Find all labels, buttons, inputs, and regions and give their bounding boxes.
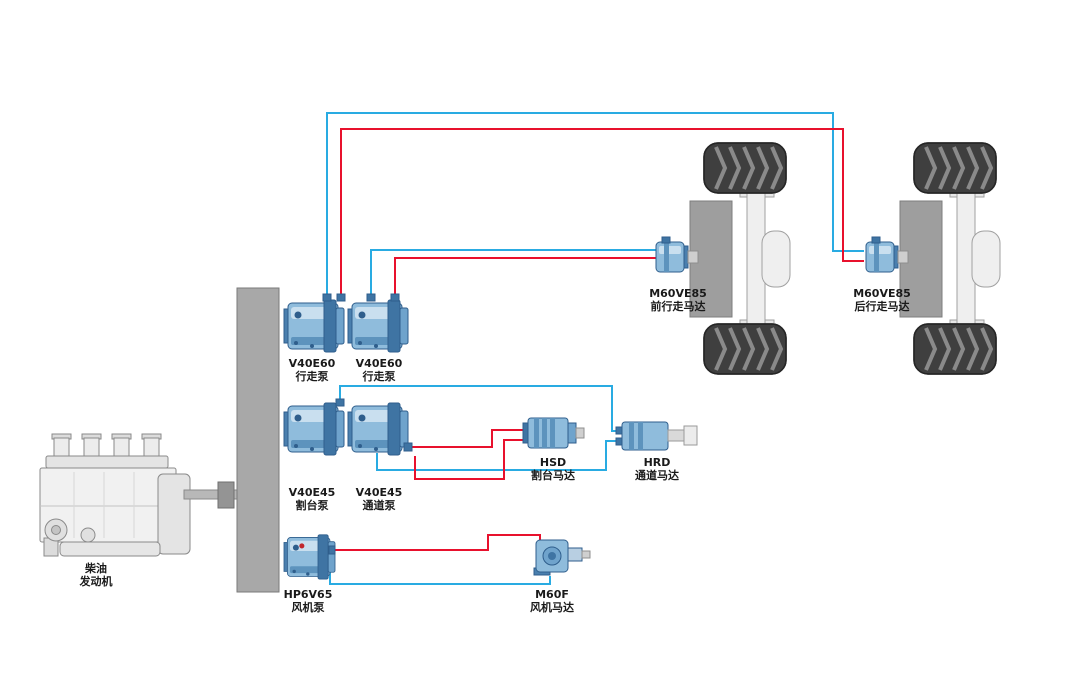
drive-shaft [183,481,238,509]
pump-drive-gearbox [236,287,280,593]
channel-pump [347,402,409,456]
travel-pump-2 [347,299,409,353]
motor-model: M60VE85 [853,287,911,300]
label-channel-pump: V40E45 通道泵 [356,486,403,512]
pump-name: 行走泵 [295,370,329,383]
front-wheel-assembly [690,143,790,374]
rear-wheel-assembly [900,143,1000,374]
motor-name: 风机马达 [530,601,574,614]
label-header-pump: V40E45 割台泵 [289,486,336,512]
line-fan-motor-return-blue [329,572,551,585]
label-travel-pump-1: V40E60 行走泵 [289,357,336,383]
pump-name: 风机泵 [291,601,325,614]
label-header-motor: HSD 割台马达 [531,456,575,482]
pump-model: V40E60 [355,357,403,370]
pump-model: V40E45 [288,486,336,499]
label-diesel-engine: 柴油 发动机 [80,562,113,588]
label-fan-pump: HP6V65 风机泵 [284,588,333,614]
pump-name: 割台泵 [295,499,329,512]
line-front-travel-return-blue [370,249,656,300]
fan-motor-m60f [533,539,591,576]
label-rear-travel-motor: M60VE85 后行走马达 [853,287,911,313]
pump-name: 通道泵 [362,499,396,512]
line-header-motor-return-red [414,439,523,480]
motor-model: HRD [643,456,671,469]
motor-name: 通道马达 [635,469,679,482]
line-rear-travel-pressure-red [340,128,864,300]
label-front-travel-motor: M60VE85 前行走马达 [649,287,707,313]
engine-label-line1: 柴油 [85,562,107,575]
pump-model: V40E60 [288,357,336,370]
pump-name: 行走泵 [362,370,396,383]
channel-motor-hrd [615,421,698,451]
motor-name: 前行走马达 [650,300,706,313]
line-header-motor-pressure-red [410,429,523,448]
line-channel-motor-supply-blue [339,385,616,432]
fan-pump [283,534,336,580]
line-channel-motor-return-blue [376,440,616,471]
label-travel-pump-2: V40E60 行走泵 [356,357,403,383]
label-fan-motor: M60F 风机马达 [530,588,574,614]
motor-model: HSD [539,456,567,469]
motor-model: M60F [535,588,569,601]
line-fan-motor-pressure-red [331,534,541,551]
hydraulic-lines [326,112,864,585]
motor-model: M60VE85 [649,287,707,300]
header-motor-hsd [522,417,585,449]
diesel-engine [39,433,191,557]
line-front-travel-pressure-red [394,257,656,300]
header-pump [283,402,345,456]
pump-model: V40E45 [355,486,403,499]
pump-model: HP6V65 [283,588,333,601]
motor-name: 割台马达 [531,469,575,482]
pump-port-fittings [322,293,413,555]
label-channel-motor: HRD 通道马达 [635,456,679,482]
engine-label-line2: 发动机 [79,575,113,588]
motor-name: 后行走马达 [854,300,910,313]
travel-pump-1 [283,299,345,353]
